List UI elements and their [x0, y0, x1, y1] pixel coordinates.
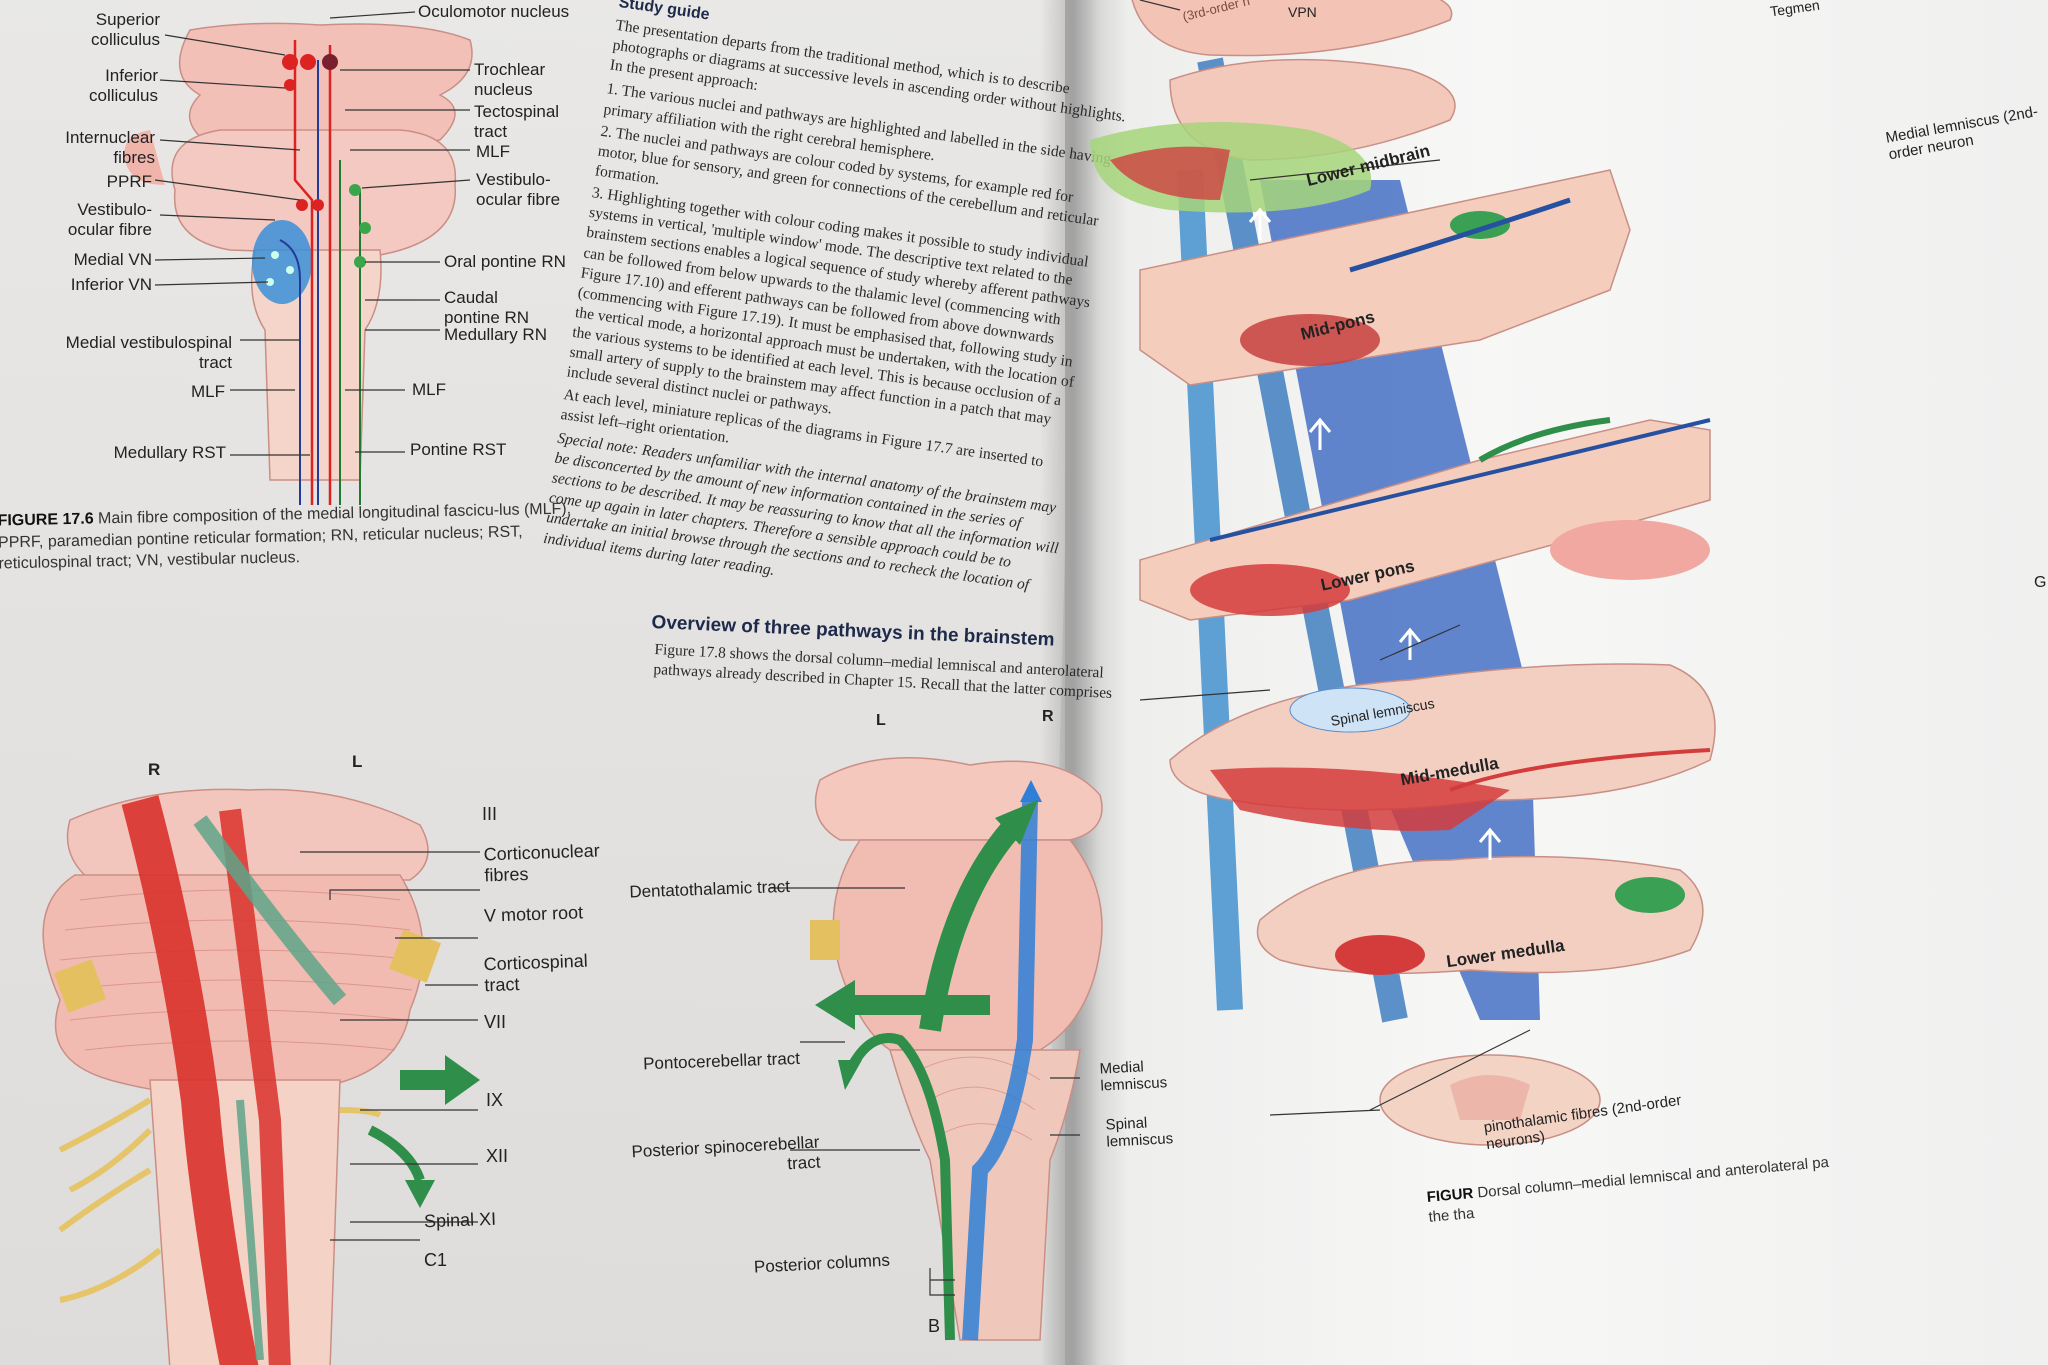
label-inferior-colliculus: Inferior colliculus [89, 66, 158, 105]
label-internuclear-fibres: Internuclear fibres [65, 128, 155, 167]
label-medullary-rst: Medullary RST [113, 443, 226, 462]
vestibular-nucleus [252, 220, 312, 304]
section-mid-pons [1139, 169, 1631, 386]
label-tectospinal-tract: Tectospinal tract [474, 102, 560, 141]
figure-17-6-caption: FIGURE 17.6 Main fibre composition of th… [0, 498, 619, 576]
section-mid-medulla [1169, 663, 1716, 831]
fig-b-panel-letter: B [928, 1316, 941, 1336]
label-pprf: PPRF [106, 172, 152, 191]
fig-178-caption-number: FIGUR [1426, 1184, 1475, 1206]
label-vestibulo-ocular-right: Vestibulo-ocular fibre [476, 170, 561, 209]
fig-a-side-l: L [352, 752, 363, 771]
label-superior-colliculus: Superior colliculus [91, 10, 160, 49]
label-pontine-rst: Pontine RST [410, 440, 507, 459]
fig-a-label-ix: IX [486, 1090, 504, 1110]
label-trochlear-nucleus: Trochlear nucleus [474, 60, 546, 99]
fig-a-label-spinal-xi: Spinal XI [423, 1208, 497, 1232]
label-medial-vn: Medial VN [73, 250, 152, 269]
fig-a-label-corticospinal: Corticospinal tract [483, 950, 588, 995]
section-lower-medulla [1256, 855, 1704, 975]
figure-17-6-diagram [124, 11, 473, 505]
label-mlf-top: MLF [476, 142, 510, 161]
fig-a-label-v-motor-root: V motor root [483, 902, 584, 926]
label-oculomotor-nucleus: Oculomotor nucleus [418, 2, 570, 21]
fig-a-label-vii: VII [484, 1012, 507, 1032]
study-guide-column: Study guide The presentation departs fro… [542, 0, 1135, 621]
figure-a-diagram [42, 788, 480, 1365]
fig-178-label-g: G [2034, 574, 2047, 591]
label-caudal-pontine-rn: Caudal pontine RN [444, 288, 530, 327]
fig-178-caption-line2: the tha [1427, 1205, 1476, 1227]
figure-17-8-diagram [1090, 0, 1716, 1146]
figure-b-diagram [770, 757, 1103, 1341]
fig-b-side-r: R [1042, 708, 1054, 725]
fig-a-label-corticonuclear: Corticonuclear fibres [483, 840, 601, 886]
fig-a-label-c1: C1 [424, 1250, 448, 1270]
label-vestibulo-ocular-left: Vestibulo-ocular fibre [67, 200, 152, 239]
fig-b-side-l: L [876, 712, 886, 729]
section-lower-pons [1139, 417, 1711, 621]
label-mlf-right: MLF [412, 380, 446, 399]
fig-a-side-r: R [148, 760, 161, 779]
label-medial-vestibulospinal-tract: Medial vestibulospinal tract [65, 333, 232, 372]
fig-178-label-vpn: VPN [1288, 4, 1317, 20]
caption-number: FIGURE 17.6 [0, 510, 94, 530]
midbrain-outline [178, 22, 473, 151]
fig-a-label-xii: XII [486, 1146, 509, 1166]
label-oral-pontine-rn: Oral pontine RN [444, 252, 566, 271]
label-medullary-rn: Medullary RN [444, 325, 547, 344]
fig-a-label-iii: III [482, 804, 498, 824]
section-lower-midbrain [1090, 0, 1456, 213]
label-mlf-left: MLF [191, 382, 225, 401]
pons-outline [171, 129, 457, 256]
label-inferior-vn: Inferior VN [70, 275, 152, 294]
